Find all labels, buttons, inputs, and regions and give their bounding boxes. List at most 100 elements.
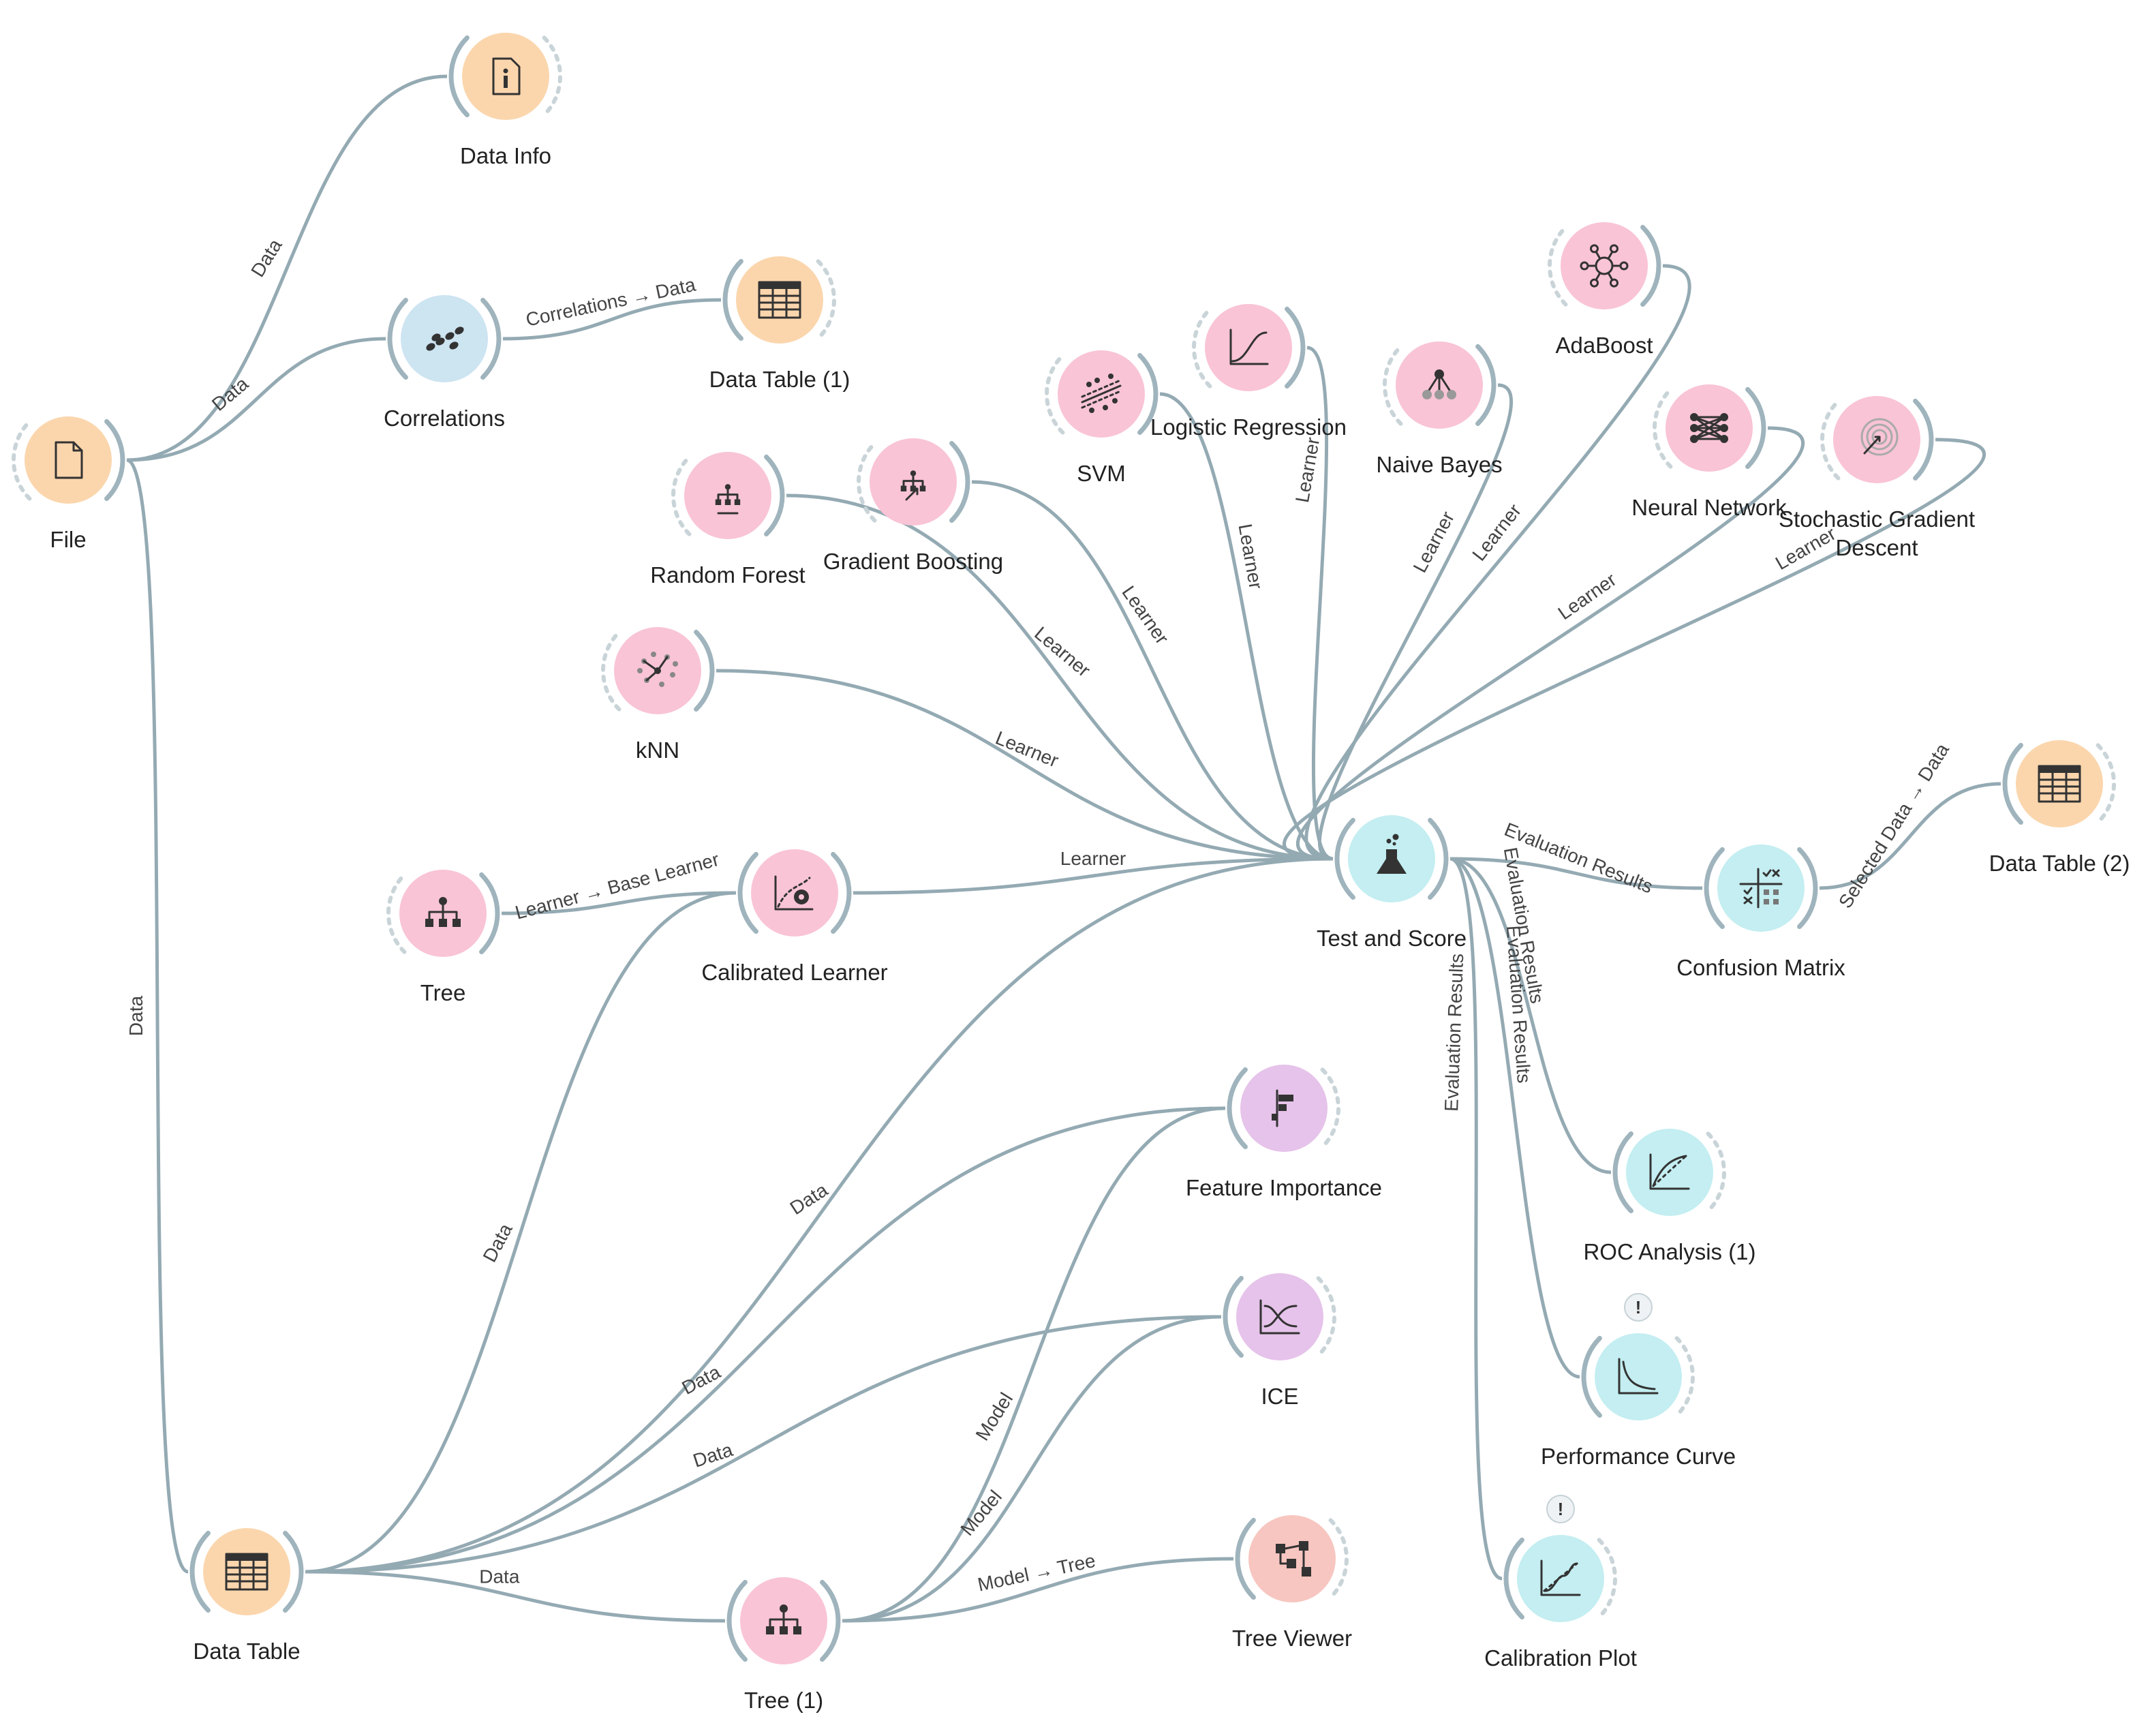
widget-tree-1[interactable]: Tree (1) <box>726 1577 841 1713</box>
input-channel[interactable] <box>1223 1275 1244 1358</box>
widget-tree-viewer[interactable]: Tree Viewer <box>1232 1515 1352 1651</box>
link-tree1_tv[interactable] <box>842 1557 1234 1623</box>
widget-data-table[interactable]: Data Table <box>189 1528 304 1664</box>
input-channel[interactable] <box>671 455 692 536</box>
link-tree1_fi[interactable] <box>842 1106 1226 1623</box>
widget-test-and-score[interactable]: Test and Score <box>1317 815 1467 951</box>
widget-confusion-matrix[interactable]: Confusion Matrix <box>1676 844 1845 980</box>
link-dt_tree1[interactable] <box>305 1570 726 1623</box>
output-channel[interactable] <box>694 629 715 712</box>
input-channel[interactable] <box>601 630 622 712</box>
output-channel[interactable] <box>1137 352 1159 436</box>
input-channel[interactable] <box>386 872 407 954</box>
link-dt_fi[interactable] <box>305 1106 1226 1574</box>
output-channel[interactable] <box>1745 386 1766 470</box>
link-ts_cm[interactable] <box>1449 857 1703 890</box>
widget-file[interactable]: File <box>12 416 125 552</box>
output-channel[interactable] <box>283 1530 304 1613</box>
link-correlations_table1[interactable] <box>502 298 722 341</box>
input-channel[interactable] <box>722 258 743 341</box>
output-channel[interactable] <box>2096 743 2116 825</box>
output-channel[interactable] <box>1674 1336 1695 1418</box>
link-sgd_ts[interactable] <box>1283 438 1986 861</box>
link-file_datatable[interactable] <box>126 458 189 1574</box>
warning-badge[interactable]: ! <box>1546 1495 1575 1523</box>
widget-naive-bayes[interactable]: Naive Bayes <box>1376 341 1503 477</box>
output-channel[interactable] <box>1597 1538 1617 1619</box>
warning-badge[interactable]: ! <box>1624 1293 1653 1322</box>
link-nn_ts[interactable] <box>1295 426 1805 861</box>
input-channel[interactable] <box>448 35 470 118</box>
widget-body[interactable] <box>736 256 823 344</box>
widget-data-info[interactable]: Data Info <box>448 33 562 168</box>
link-tree1_ice[interactable] <box>842 1315 1222 1623</box>
widget-feature-importance[interactable]: Feature Importance <box>1186 1065 1382 1200</box>
widget-correlations[interactable]: Correlations <box>384 295 505 431</box>
link-dt_ice[interactable] <box>305 1315 1222 1574</box>
widget-adaboost[interactable]: AdaBoost <box>1548 222 1661 358</box>
input-channel[interactable] <box>1334 817 1355 900</box>
widget-body[interactable] <box>401 295 488 382</box>
widget-data-table-1[interactable]: Data Table (1) <box>709 256 850 392</box>
widget-body[interactable] <box>25 416 112 504</box>
input-channel[interactable] <box>12 419 32 501</box>
input-channel[interactable] <box>387 297 408 380</box>
widget-performance-curve[interactable]: !Performance Curve <box>1541 1293 1736 1469</box>
widget-body[interactable] <box>1561 222 1648 309</box>
output-channel[interactable] <box>1797 847 1818 930</box>
widget-random-forest[interactable]: Random Forest <box>650 452 806 588</box>
output-channel[interactable] <box>1475 344 1497 427</box>
widget-body[interactable] <box>751 849 838 936</box>
link-cm_dt2[interactable] <box>1819 782 2001 890</box>
widget-tree[interactable]: Tree <box>386 870 500 1005</box>
output-channel[interactable] <box>1316 1276 1336 1358</box>
link-ts_calplot[interactable] <box>1449 857 1503 1581</box>
widget-body[interactable] <box>1517 1535 1604 1622</box>
link-ts_perf[interactable] <box>1449 857 1580 1379</box>
output-channel[interactable] <box>831 851 852 934</box>
output-channel[interactable] <box>949 440 970 523</box>
input-channel[interactable] <box>1820 399 1841 481</box>
input-channel[interactable] <box>726 1579 748 1662</box>
input-channel[interactable] <box>1045 353 1065 435</box>
output-channel[interactable] <box>1320 1067 1340 1149</box>
link-dt_ts[interactable] <box>305 857 1334 1574</box>
widget-body[interactable] <box>2016 740 2103 827</box>
widget-body[interactable] <box>203 1528 290 1615</box>
link-cal_ts[interactable] <box>853 857 1334 895</box>
output-channel[interactable] <box>1428 817 1449 900</box>
output-channel[interactable] <box>1640 224 1661 307</box>
input-channel[interactable] <box>1653 387 1673 469</box>
input-channel[interactable] <box>1548 225 1568 307</box>
output-channel[interactable] <box>479 872 500 955</box>
link-file_data_info[interactable] <box>126 74 448 462</box>
widget-calibrated-learner[interactable]: Calibrated Learner <box>701 849 888 985</box>
widget-data-table-2[interactable]: Data Table (2) <box>1989 740 2130 876</box>
input-channel[interactable] <box>1704 847 1725 930</box>
widget-body[interactable] <box>1717 844 1805 932</box>
input-channel[interactable] <box>189 1530 211 1613</box>
widget-body[interactable] <box>1595 1333 1682 1420</box>
output-channel[interactable] <box>1328 1518 1349 1600</box>
link-dt_cal[interactable] <box>305 891 737 1574</box>
link-gb_ts[interactable] <box>971 480 1334 861</box>
input-channel[interactable] <box>1227 1067 1248 1150</box>
input-channel[interactable] <box>1192 307 1212 389</box>
widget-ice[interactable]: ICE <box>1223 1273 1336 1409</box>
input-channel[interactable] <box>1383 344 1403 426</box>
link-lr_ts[interactable] <box>1306 346 1334 861</box>
link-nb_ts[interactable] <box>1318 383 1513 861</box>
output-channel[interactable] <box>1913 398 1934 481</box>
widget-knn[interactable]: kNN <box>601 627 715 763</box>
link-ts_roc[interactable] <box>1449 857 1612 1174</box>
link-knn_ts[interactable] <box>716 669 1334 861</box>
output-channel[interactable] <box>1285 306 1306 389</box>
input-channel[interactable] <box>1612 1131 1633 1214</box>
output-channel[interactable] <box>542 35 562 117</box>
link-file_correlations[interactable] <box>126 337 386 462</box>
output-channel[interactable] <box>816 259 836 341</box>
output-channel[interactable] <box>820 1579 841 1662</box>
input-channel[interactable] <box>737 851 758 934</box>
